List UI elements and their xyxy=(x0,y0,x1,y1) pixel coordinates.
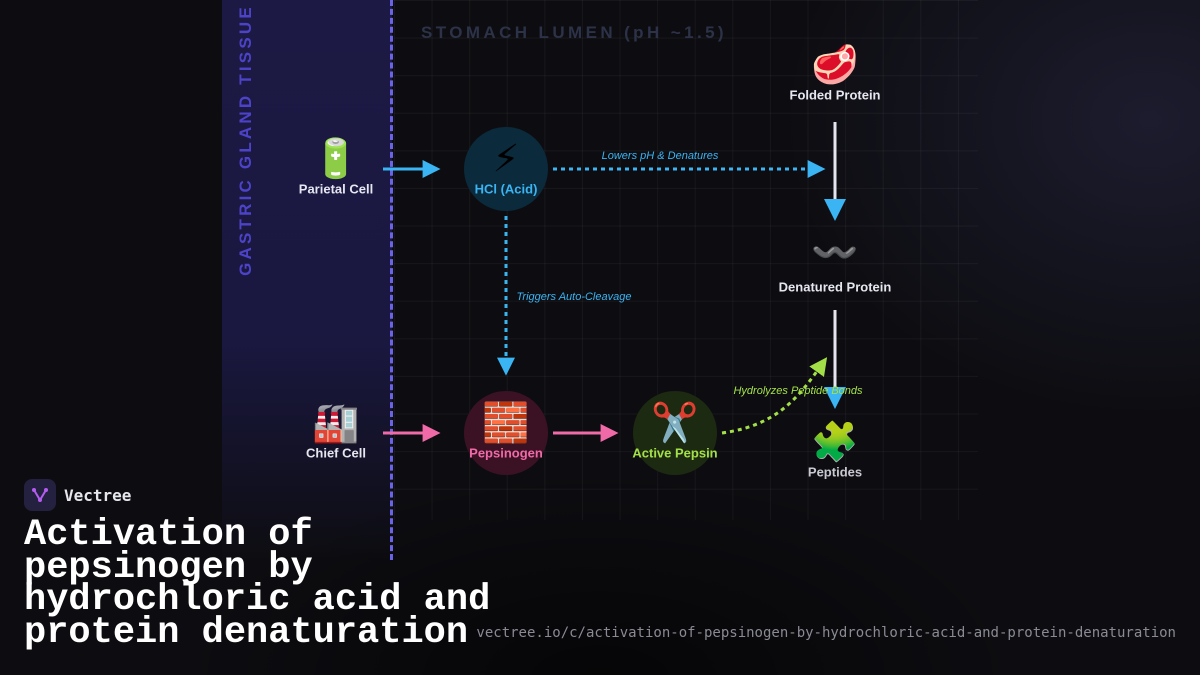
gastric-gland-zone xyxy=(222,0,392,560)
flow-label-hydrolyzes: Hydrolyzes Peptide Bonds xyxy=(733,385,863,397)
vectree-logo-icon xyxy=(24,479,56,511)
brick-icon: 🧱 xyxy=(482,402,530,445)
denatured-protein-label: Denatured Protein xyxy=(778,279,892,295)
membrane-divider xyxy=(390,0,393,560)
node-denatured-protein: 〰️ Denatured Protein xyxy=(779,232,892,295)
flow-label-auto-cleavage: Triggers Auto-Cleavage xyxy=(516,291,632,303)
parietal-cell-label: Parietal Cell xyxy=(298,181,374,197)
brand-name: Vectree xyxy=(64,485,132,505)
flow-label-lowers-ph: Lowers pH & Denatures xyxy=(601,150,719,162)
arrowhead-folded-to-denatured xyxy=(824,199,846,221)
scissors-icon: ✂️ xyxy=(651,402,699,445)
lightning-icon: ⚡ xyxy=(492,138,520,181)
active-pepsin-label: Active Pepsin xyxy=(632,445,718,461)
node-pepsinogen: 🧱 Pepsinogen xyxy=(469,402,543,461)
page-title: Activation of pepsinogen by hydrochloric… xyxy=(24,514,491,654)
pepsinogen-halo xyxy=(464,391,548,475)
folded-protein-label: Folded Protein xyxy=(789,87,881,103)
brand: Vectree xyxy=(24,479,131,511)
factory-icon: 🏭 xyxy=(312,402,360,445)
source-url: vectree.io/c/activation-of-pepsinogen-by… xyxy=(476,625,1176,641)
wavy-line-icon: 〰️ xyxy=(811,232,859,275)
node-parietal-cell: 🔋 Parietal Cell xyxy=(299,138,373,197)
hcl-label: HCl (Acid) xyxy=(474,181,538,197)
hcl-halo xyxy=(464,127,548,211)
puzzle-piece-icon: 🧩 xyxy=(811,421,859,464)
pepsinogen-label: Pepsinogen xyxy=(469,445,543,461)
pepsin-halo xyxy=(633,391,717,475)
node-folded-protein: 🥩 Folded Protein xyxy=(790,44,881,103)
chief-cell-label: Chief Cell xyxy=(306,445,366,461)
peptides-label: Peptides xyxy=(807,464,863,480)
node-chief-cell: 🏭 Chief Cell xyxy=(306,402,366,461)
node-hcl: ⚡ HCl (Acid) xyxy=(475,138,538,197)
arrowhead-denatured-to-peptides xyxy=(824,387,846,409)
lumen-zone-label: STOMACH LUMEN (pH ~1.5) xyxy=(421,23,727,42)
meat-icon: 🥩 xyxy=(811,44,859,87)
arrow-pepsin-hydrolysis xyxy=(721,357,828,435)
node-active-pepsin: ✂️ Active Pepsin xyxy=(632,402,717,461)
battery-icon: 🔋 xyxy=(312,138,360,181)
node-peptides: 🧩 Peptides xyxy=(808,421,862,480)
